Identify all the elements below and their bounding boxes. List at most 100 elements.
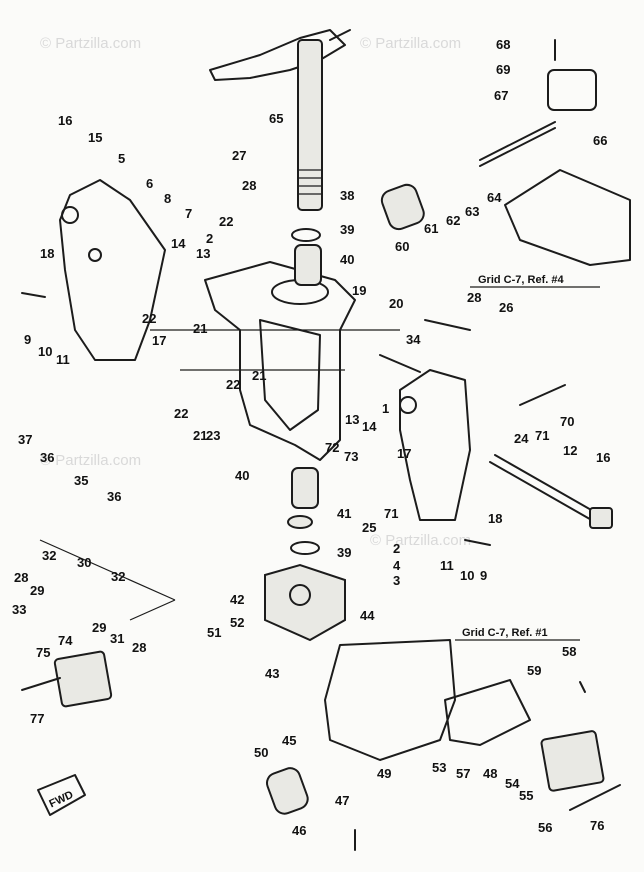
- part-label-22: 22: [219, 214, 233, 229]
- damper-pads: [53, 650, 605, 792]
- part-label-28-4: 28: [132, 640, 146, 655]
- part-label-9-2: 9: [480, 568, 487, 583]
- part-number-labels: 1223456789910101111121313141415161617171…: [12, 37, 610, 838]
- anodes: [21, 677, 621, 811]
- clamp-bracket-right: [399, 369, 471, 521]
- part-label-4: 4: [393, 558, 401, 573]
- part-label-15: 15: [88, 130, 102, 145]
- part-label-38: 38: [340, 188, 354, 203]
- part-label-2-2: 2: [393, 541, 400, 556]
- part-label-18-2: 18: [488, 511, 502, 526]
- part-label-14-2: 14: [362, 419, 377, 434]
- upper-mount-plate: [504, 69, 631, 266]
- part-label-52: 52: [230, 615, 244, 630]
- part-label-76: 76: [590, 818, 604, 833]
- part-label-75: 75: [36, 645, 50, 660]
- part-label-63: 63: [465, 204, 479, 219]
- part-label-24: 24: [514, 431, 529, 446]
- watermark-4: © Partzilla.com: [370, 532, 471, 549]
- through-rod: [479, 121, 556, 167]
- part-label-3: 3: [393, 573, 400, 588]
- clamp-bracket-left: [59, 179, 166, 361]
- part-label-45: 45: [282, 733, 296, 748]
- part-label-40: 40: [340, 252, 354, 267]
- lower-mount-plate: [324, 639, 531, 761]
- leader-lines: [39, 329, 400, 621]
- part-label-70: 70: [560, 414, 574, 429]
- part-label-16-2: 16: [596, 450, 610, 465]
- part-label-27: 27: [232, 148, 246, 163]
- grid-ref-1: Grid C-7, Ref. #1: [462, 627, 548, 639]
- part-label-21-2: 21: [252, 368, 266, 383]
- part-label-60: 60: [395, 239, 409, 254]
- part-label-31: 31: [110, 631, 124, 646]
- lower-mount-housing: [264, 563, 346, 642]
- part-label-33: 33: [12, 602, 26, 617]
- part-label-26: 26: [499, 300, 513, 315]
- part-label-61: 61: [424, 221, 438, 236]
- part-label-39: 39: [340, 222, 354, 237]
- part-label-53: 53: [432, 760, 446, 775]
- part-label-41: 41: [337, 506, 351, 521]
- part-label-28-2: 28: [467, 290, 481, 305]
- part-label-64: 64: [487, 190, 502, 205]
- part-label-28: 28: [242, 178, 256, 193]
- part-label-16: 16: [58, 113, 72, 128]
- part-label-43: 43: [265, 666, 279, 681]
- part-label-69: 69: [496, 62, 510, 77]
- part-label-36-2: 36: [107, 489, 121, 504]
- part-label-36: 36: [40, 450, 54, 465]
- part-label-51: 51: [207, 625, 221, 640]
- grid-ref-4: Grid C-7, Ref. #4: [478, 274, 564, 286]
- part-label-18: 18: [40, 246, 54, 261]
- part-label-48: 48: [483, 766, 497, 781]
- part-label-22-4: 22: [174, 406, 188, 421]
- part-label-21-3: 21: [193, 428, 207, 443]
- part-label-74: 74: [58, 633, 73, 648]
- part-label-59: 59: [527, 663, 541, 678]
- part-label-47: 47: [335, 793, 349, 808]
- part-label-17-2: 17: [397, 446, 411, 461]
- part-label-22-2: 22: [142, 311, 156, 326]
- part-label-8: 8: [164, 191, 171, 206]
- watermark-group: © Partzilla.com © Partzilla.com © Partzi…: [40, 35, 471, 549]
- part-label-23: 23: [206, 428, 220, 443]
- part-label-32-2: 32: [111, 569, 125, 584]
- watermark-3: © Partzilla.com: [40, 452, 141, 469]
- part-label-34: 34: [406, 332, 421, 347]
- part-label-22-3: 22: [226, 377, 240, 392]
- steering-arm: [209, 29, 351, 211]
- part-label-66: 66: [593, 133, 607, 148]
- part-label-11: 11: [56, 352, 70, 367]
- part-label-54: 54: [505, 776, 520, 791]
- tilt-tube: [489, 454, 613, 529]
- part-label-10-2: 10: [460, 568, 474, 583]
- grid-references: Grid C-7, Ref. #4 Grid C-7, Ref. #1: [455, 274, 600, 641]
- part-label-17: 17: [152, 333, 166, 348]
- part-label-25: 25: [362, 520, 376, 535]
- part-label-14: 14: [171, 236, 186, 251]
- part-label-46: 46: [292, 823, 306, 838]
- part-label-30: 30: [77, 555, 91, 570]
- part-label-2: 2: [206, 231, 213, 246]
- bushings: [266, 183, 425, 815]
- part-label-21: 21: [193, 321, 207, 336]
- part-label-32: 32: [42, 548, 56, 563]
- part-label-12: 12: [563, 443, 577, 458]
- part-label-13-2: 13: [345, 412, 359, 427]
- part-label-5: 5: [118, 151, 125, 166]
- part-label-77: 77: [30, 711, 44, 726]
- part-label-55: 55: [519, 788, 533, 803]
- part-label-7: 7: [185, 206, 192, 221]
- part-label-73: 73: [344, 449, 358, 464]
- part-label-72: 72: [325, 440, 339, 455]
- part-label-39-2: 39: [337, 545, 351, 560]
- part-label-1: 1: [382, 401, 389, 416]
- part-label-62: 62: [446, 213, 460, 228]
- part-label-58: 58: [562, 644, 576, 659]
- part-label-44: 44: [360, 608, 375, 623]
- part-label-13: 13: [196, 246, 210, 261]
- part-label-50: 50: [254, 745, 268, 760]
- part-label-57: 57: [456, 766, 470, 781]
